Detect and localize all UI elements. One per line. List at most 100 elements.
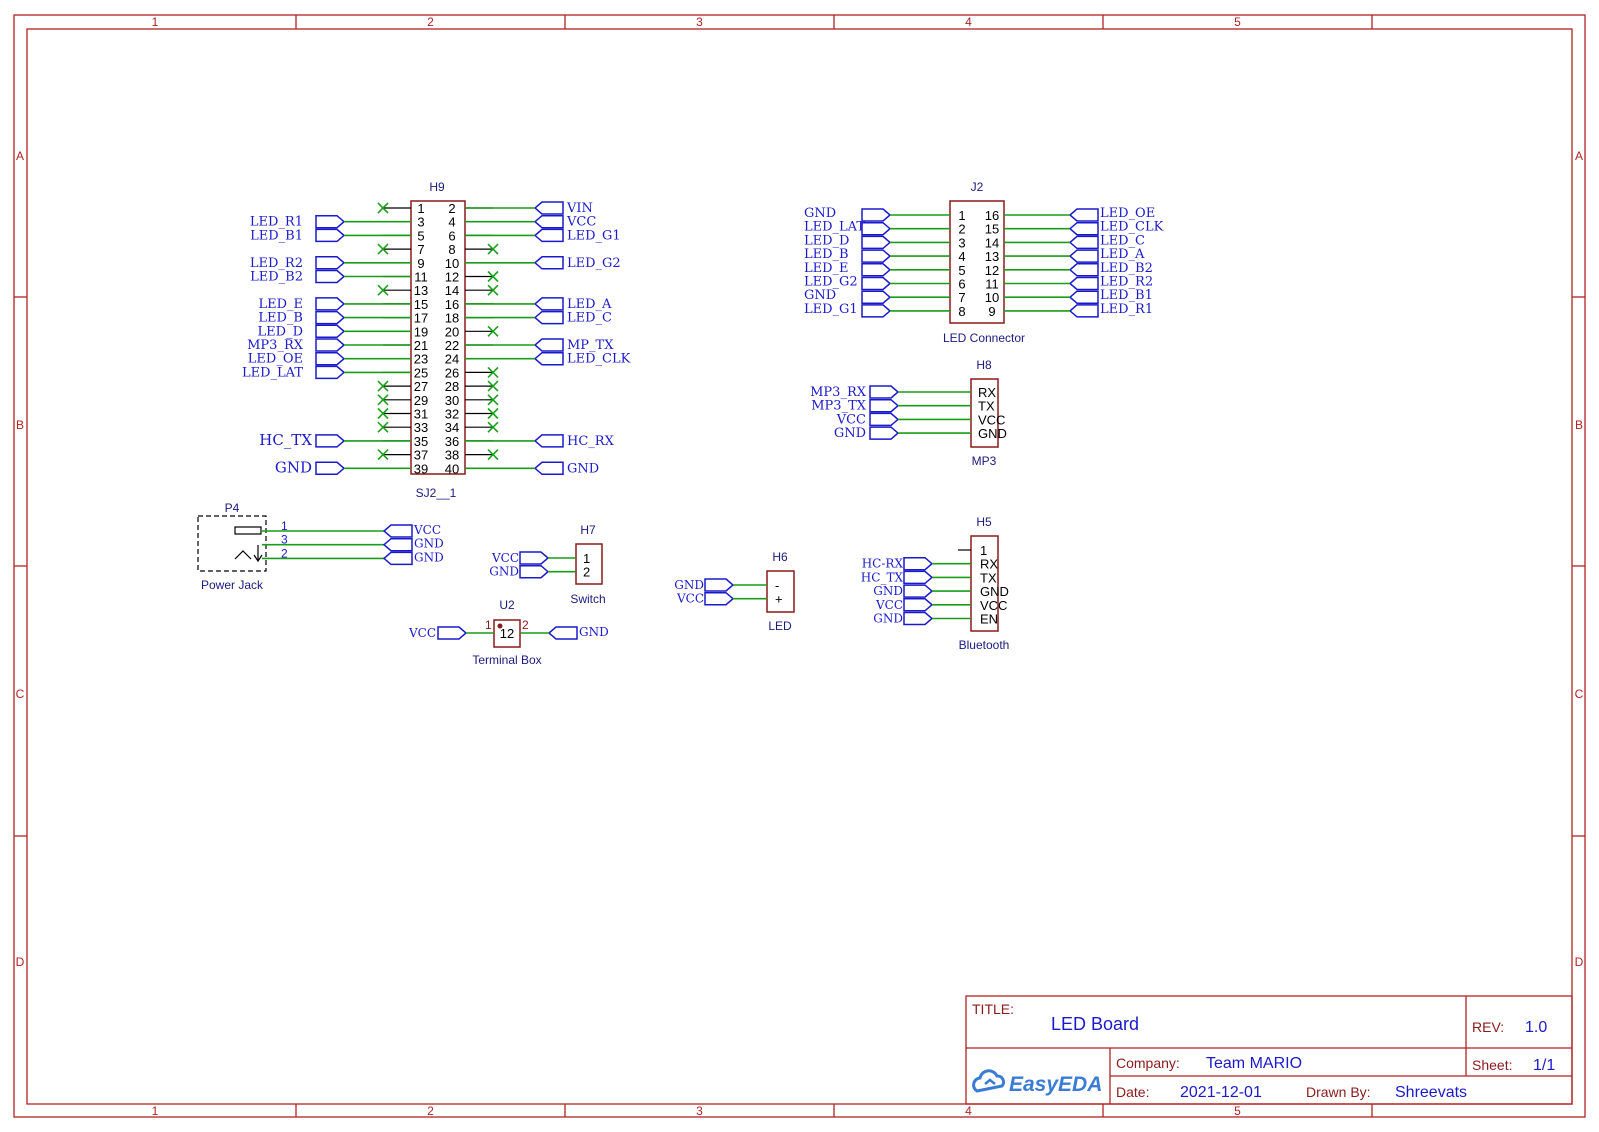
p4-pin-number: 3 bbox=[281, 533, 288, 547]
net-label-led-b: LED_B bbox=[804, 247, 849, 262]
h8-name: MP3 bbox=[972, 454, 997, 468]
frame-row-label-left: A bbox=[16, 149, 24, 163]
net-label-gnd: GND bbox=[834, 426, 866, 441]
frame-column-label-top: 4 bbox=[965, 15, 972, 29]
net-flag-led-lat bbox=[861, 221, 892, 236]
net-label-led-b2: LED_B2 bbox=[250, 270, 303, 285]
net-label-led-r2: LED_R2 bbox=[1100, 275, 1153, 290]
net-label-gnd: GND bbox=[414, 537, 444, 551]
net-flag-led-g1 bbox=[533, 228, 564, 243]
net-flag-led-e bbox=[315, 297, 346, 311]
net-flag-led-b2 bbox=[1068, 263, 1099, 277]
j2-body bbox=[949, 200, 1005, 324]
net-label-mp3-rx: MP3_RX bbox=[247, 338, 304, 353]
h5-pin-label: VCC bbox=[980, 598, 1007, 613]
net-flag-led-r2 bbox=[1068, 276, 1099, 291]
j2-pin-number: 11 bbox=[985, 277, 999, 292]
net-label-mp3-rx: MP3_RX bbox=[810, 385, 867, 400]
net-label-led-clk: LED_CLK bbox=[1100, 220, 1164, 235]
h9-pin-number: 28 bbox=[445, 379, 459, 394]
net-flag-led-d bbox=[315, 324, 346, 339]
cloud-icon bbox=[972, 1069, 1005, 1093]
h5-pin-label: 1 bbox=[980, 543, 987, 558]
net-label-led-e: LED_E bbox=[258, 297, 303, 312]
frame-row-label-right: C bbox=[1575, 687, 1584, 701]
no-connect-marker bbox=[487, 449, 499, 461]
frame-row-label-left: D bbox=[16, 955, 25, 969]
h5-reference: H5 bbox=[976, 515, 992, 529]
net-label-led-r1: LED_R1 bbox=[1100, 302, 1153, 317]
net-flag-led-g2 bbox=[861, 276, 892, 291]
u2-inner-label: 12 bbox=[500, 626, 514, 641]
h9-pin-number: 33 bbox=[414, 420, 428, 435]
net-flag-led-clk bbox=[1068, 221, 1099, 236]
net-label-led-oe: LED_OE bbox=[1100, 206, 1155, 221]
h9-pin-number: 40 bbox=[445, 461, 459, 476]
frame-column-label-top: 5 bbox=[1234, 15, 1241, 29]
no-connect-marker bbox=[487, 325, 499, 337]
h5-pin-label: EN bbox=[980, 612, 998, 627]
net-label-gnd: GND bbox=[873, 612, 903, 626]
net-label-led-g2: LED_G2 bbox=[567, 256, 621, 271]
h7-pin-number: 2 bbox=[583, 565, 590, 580]
j2-name: LED Connector bbox=[943, 331, 1025, 345]
no-connect-marker bbox=[487, 270, 499, 283]
j2-pin-number: 5 bbox=[958, 263, 965, 278]
net-label-vin: VIN bbox=[566, 201, 593, 216]
no-connect-marker bbox=[377, 380, 389, 392]
h9-pin-number: 34 bbox=[445, 420, 459, 435]
h9-pin-number: 24 bbox=[445, 352, 459, 367]
h9-pin-number: 9 bbox=[417, 256, 424, 271]
net-flag-led-oe bbox=[1068, 208, 1099, 222]
frame-row-label-right: B bbox=[1575, 418, 1583, 432]
h8-pin-label: GND bbox=[978, 426, 1007, 441]
h9-pin-number: 18 bbox=[445, 311, 459, 326]
h9-pin-number: 38 bbox=[445, 448, 459, 463]
sheet-label: Sheet: bbox=[1472, 1057, 1512, 1073]
h8-body bbox=[970, 378, 999, 448]
h9-body bbox=[410, 200, 466, 475]
net-label-vcc: VCC bbox=[836, 412, 866, 427]
h9-pin-number: 20 bbox=[445, 324, 459, 339]
company-label: Company: bbox=[1116, 1055, 1180, 1071]
h9-pin-number: 26 bbox=[445, 365, 459, 380]
net-flag-vcc bbox=[869, 412, 900, 427]
h7-body bbox=[575, 543, 603, 585]
net-label-led-b1: LED_B1 bbox=[1100, 288, 1153, 303]
net-flag-led-b1 bbox=[315, 228, 346, 243]
no-connect-marker bbox=[487, 407, 499, 420]
j2-pin-number: 6 bbox=[958, 277, 965, 292]
h9-pin-number: 2 bbox=[448, 201, 455, 216]
net-flag-vcc bbox=[533, 214, 564, 229]
h9-pin-number: 12 bbox=[445, 270, 459, 285]
net-label-vcc: VCC bbox=[491, 551, 519, 565]
h9-pin-number: 16 bbox=[445, 297, 459, 312]
net-label-gnd: GND bbox=[489, 565, 519, 579]
no-connect-marker bbox=[377, 243, 389, 255]
net-label-vcc: VCC bbox=[875, 598, 903, 612]
h9-pin-number: 7 bbox=[417, 242, 424, 257]
title-value: LED Board bbox=[1051, 1014, 1139, 1034]
net-flag-led-d bbox=[861, 235, 892, 250]
net-label-led-a: LED_A bbox=[567, 297, 612, 312]
h9-pin-number: 36 bbox=[445, 434, 459, 449]
frame-column-label-top: 3 bbox=[696, 15, 703, 29]
no-connect-marker bbox=[377, 202, 389, 214]
h9-pin-number: 25 bbox=[414, 365, 428, 380]
net-flag-led-r2 bbox=[315, 256, 346, 270]
net-label-hc-rx: HC-RX bbox=[862, 557, 904, 571]
frame-column-label-bottom: 3 bbox=[696, 1104, 703, 1118]
j2-pin-number: 4 bbox=[958, 249, 965, 264]
net-label-led-oe: LED_OE bbox=[248, 352, 303, 367]
h7-name: Switch bbox=[570, 592, 605, 606]
net-flag-gnd bbox=[903, 611, 934, 626]
p4-barrel bbox=[234, 526, 262, 535]
